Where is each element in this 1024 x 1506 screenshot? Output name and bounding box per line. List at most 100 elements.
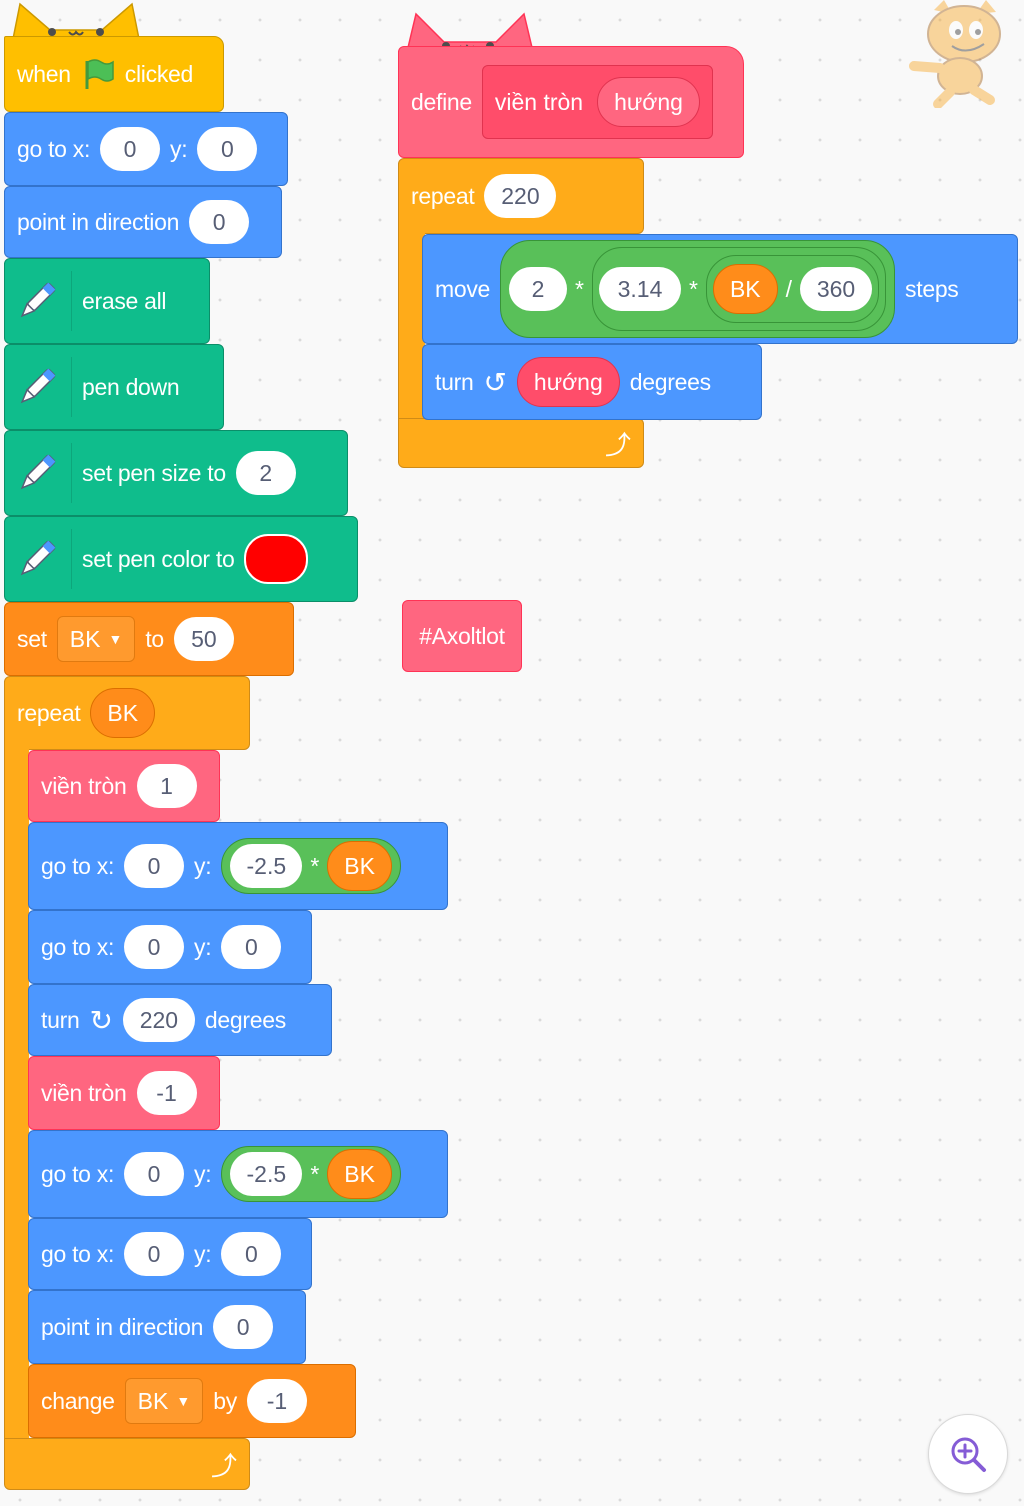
parameter-reporter[interactable]: hướng xyxy=(597,77,700,127)
y-input[interactable]: 0 xyxy=(197,127,258,171)
pen-icon xyxy=(11,529,72,589)
operator-symbol: * xyxy=(310,852,320,879)
change-variable-block[interactable]: change BK▼ by -1 xyxy=(28,1364,356,1438)
go-to-xy-block[interactable]: go to x: 0 y: 0 xyxy=(28,1218,312,1290)
turn-right-block[interactable]: turn ↻ 220 degrees xyxy=(28,984,332,1056)
operator-symbol: * xyxy=(310,1160,320,1187)
multiply-operator[interactable]: 3.14 * BK / 360 xyxy=(592,247,887,331)
define-hat-block[interactable]: define viền tròn hướng xyxy=(398,46,744,158)
custom-block-label: viền tròn xyxy=(41,772,127,799)
pen-icon xyxy=(11,271,72,331)
go-to-xy-block[interactable]: go to x: 0 y: -2.5 * BK xyxy=(28,822,448,910)
cat-ears-icon xyxy=(11,2,141,44)
point-in-direction-block[interactable]: point in direction 0 xyxy=(4,186,282,258)
green-flag-icon xyxy=(85,59,114,89)
turn-label: turn xyxy=(41,1006,80,1033)
erase-all-block[interactable]: erase all xyxy=(4,258,210,344)
point-label: point in direction xyxy=(41,1313,204,1340)
goto-label: go to x: xyxy=(41,1240,115,1267)
custom-arg-input[interactable]: 1 xyxy=(136,764,197,808)
custom-block-call[interactable]: viền tròn -1 xyxy=(28,1056,220,1130)
when-flag-clicked-hat[interactable]: when clicked xyxy=(4,36,224,112)
variable-reporter[interactable]: BK xyxy=(327,841,392,891)
repeat-block-bottom[interactable]: ⤴ xyxy=(398,418,644,468)
variable-dropdown[interactable]: BK▼ xyxy=(124,1378,204,1424)
custom-arg-input[interactable]: -1 xyxy=(136,1071,197,1115)
go-to-xy-block[interactable]: go to x: 0 y: -2.5 * BK xyxy=(28,1130,448,1218)
multiply-operator[interactable]: -2.5 * BK xyxy=(221,838,401,894)
pen-color-swatch[interactable] xyxy=(244,534,309,584)
multiply-operator[interactable]: -2.5 * BK xyxy=(221,1146,401,1202)
dropdown-arrow-icon: ▼ xyxy=(108,631,123,647)
direction-input[interactable]: 0 xyxy=(189,200,250,244)
repeat-block[interactable]: repeat BK xyxy=(4,676,250,750)
steps-label: steps xyxy=(905,275,959,302)
operator-symbol: / xyxy=(785,275,793,302)
set-pen-color-block[interactable]: set pen color to xyxy=(4,516,358,602)
custom-block-name: viền tròn xyxy=(494,88,584,115)
go-to-xy-block[interactable]: go to x: 0 y: 0 xyxy=(4,112,288,186)
change-value-input[interactable]: -1 xyxy=(246,1379,307,1423)
divide-operator[interactable]: BK / 360 xyxy=(705,255,880,323)
point-label: point in direction xyxy=(17,208,180,235)
move-label: move xyxy=(435,275,491,302)
operand-input[interactable]: -2.5 xyxy=(230,1152,303,1196)
when-label: when xyxy=(17,60,71,87)
operand-input[interactable]: -2.5 xyxy=(230,844,303,888)
pen-down-block[interactable]: pen down xyxy=(4,344,224,430)
dropdown-arrow-icon: ▼ xyxy=(176,1393,191,1409)
repeat-label: repeat xyxy=(17,699,81,726)
repeat-count-input[interactable]: 220 xyxy=(484,174,557,218)
operand-input[interactable]: 3.14 xyxy=(599,267,681,311)
variable-reporter[interactable]: BK xyxy=(712,264,778,314)
custom-block-call[interactable]: viền tròn 1 xyxy=(28,750,220,822)
multiply-operator[interactable]: 2 * 3.14 * BK / 360 xyxy=(500,240,896,338)
degrees-label: degrees xyxy=(629,368,711,395)
operand-input[interactable]: 2 xyxy=(509,267,568,311)
repeat-count-reporter[interactable]: BK xyxy=(90,688,156,738)
clicked-label: clicked xyxy=(124,60,194,87)
custom-block-label: #Axoltlot xyxy=(419,622,505,649)
zoom-in-button[interactable] xyxy=(928,1414,1008,1494)
x-input[interactable]: 0 xyxy=(124,1232,185,1276)
degrees-label: degrees xyxy=(204,1006,286,1033)
operator-symbol: * xyxy=(689,275,698,302)
x-input[interactable]: 0 xyxy=(124,844,185,888)
set-pen-size-block[interactable]: set pen size to 2 xyxy=(4,430,348,516)
y-label: y: xyxy=(194,1240,212,1267)
pen-size-label: set pen size to xyxy=(82,459,226,486)
pen-icon xyxy=(11,357,72,417)
turn-label: turn xyxy=(435,368,474,395)
y-input[interactable]: 0 xyxy=(221,925,282,969)
repeat-block-bottom[interactable]: ⤴ xyxy=(4,1438,250,1490)
degrees-input[interactable]: 220 xyxy=(122,998,195,1042)
variable-reporter[interactable]: BK xyxy=(327,1149,392,1199)
x-input[interactable]: 0 xyxy=(100,127,161,171)
x-input[interactable]: 0 xyxy=(124,925,185,969)
operator-symbol: * xyxy=(575,275,584,302)
go-to-xy-block[interactable]: go to x: 0 y: 0 xyxy=(28,910,312,984)
cat-sprite-icon[interactable] xyxy=(904,0,1016,108)
set-variable-block[interactable]: set BK▼ to 50 xyxy=(4,602,294,676)
custom-block-prototype[interactable]: viền tròn hướng xyxy=(481,65,713,139)
repeat-block[interactable]: repeat 220 xyxy=(398,158,644,234)
goto-label: go to x: xyxy=(41,852,115,879)
change-label: change xyxy=(41,1387,115,1414)
turn-left-block[interactable]: turn ↺ hướng degrees xyxy=(422,344,762,420)
custom-block-call[interactable]: #Axoltlot xyxy=(402,600,522,672)
goto-label: go to x: xyxy=(41,1160,115,1187)
point-in-direction-block[interactable]: point in direction 0 xyxy=(28,1290,306,1364)
variable-dropdown[interactable]: BK▼ xyxy=(56,616,136,662)
erase-all-label: erase all xyxy=(82,287,167,314)
direction-input[interactable]: 0 xyxy=(213,1305,274,1349)
set-value-input[interactable]: 50 xyxy=(173,617,234,661)
loop-arrow-icon: ⤴ xyxy=(604,429,631,460)
pen-size-input[interactable]: 2 xyxy=(235,451,296,495)
y-input[interactable]: 0 xyxy=(221,1232,282,1276)
move-steps-block[interactable]: move 2 * 3.14 * BK / 360 steps xyxy=(422,234,1018,344)
x-input[interactable]: 0 xyxy=(124,1152,185,1196)
goto-label: go to x: xyxy=(17,135,91,162)
y-label: y: xyxy=(194,852,212,879)
operand-input[interactable]: 360 xyxy=(800,267,873,311)
parameter-reporter[interactable]: hướng xyxy=(516,357,620,407)
